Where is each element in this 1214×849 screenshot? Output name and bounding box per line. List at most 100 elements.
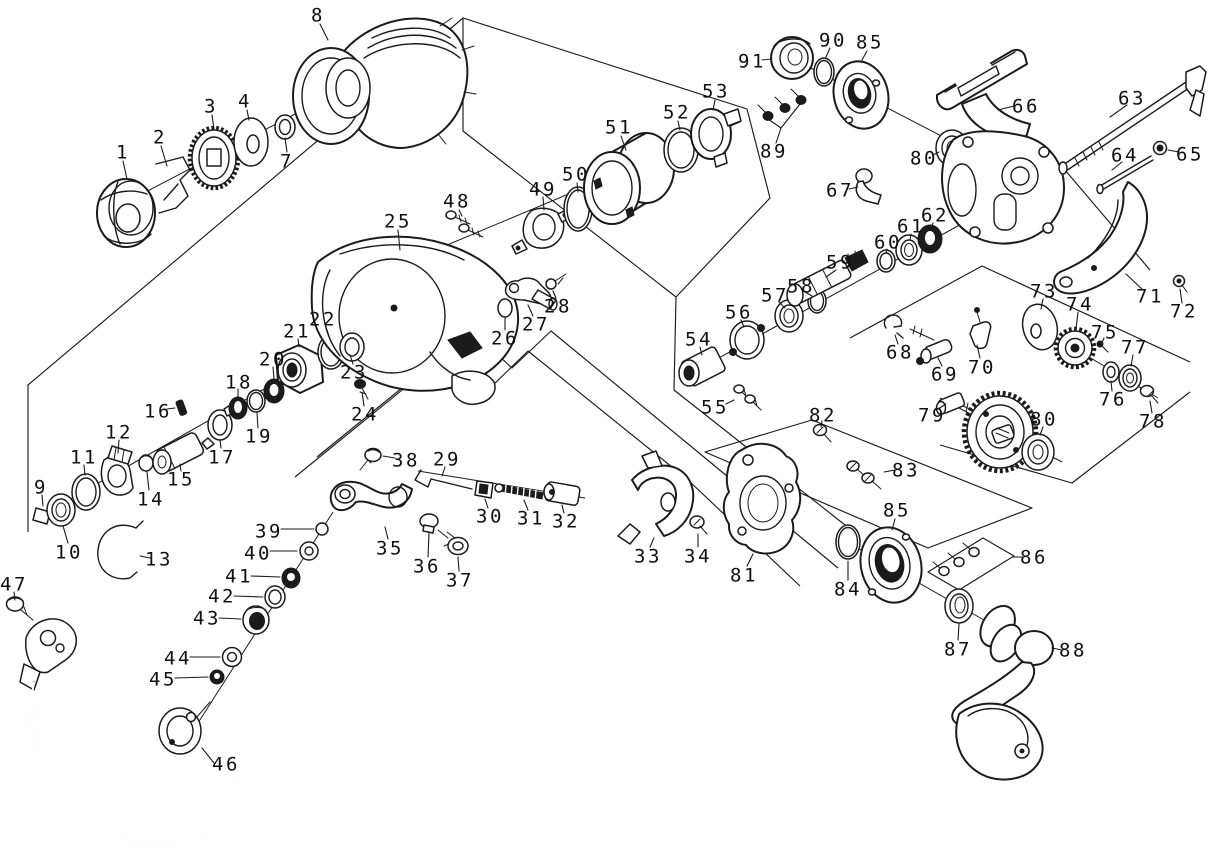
- part-number-label-76: 76: [1099, 389, 1127, 411]
- part-number-label-28: 28: [544, 296, 572, 318]
- part-number-label-57: 57: [761, 285, 789, 307]
- leader-line-41: [250, 575, 281, 578]
- part-32-cylinder: [543, 481, 581, 506]
- part-63-bail-arm-rod: [1058, 65, 1207, 175]
- leader-line-73: [1040, 298, 1044, 310]
- leader-line-46: [201, 747, 215, 764]
- leader-line-33: [649, 537, 655, 548]
- leader-line-72: [1179, 288, 1183, 304]
- part-3-drag-gear-disc: [187, 125, 241, 191]
- leader-line-80: [932, 151, 940, 156]
- part-number-label-75: 75: [1091, 322, 1119, 344]
- part-69-pin: [916, 339, 953, 365]
- part-89-screws: [757, 88, 807, 121]
- part-number-label-79: 79: [918, 405, 946, 427]
- leader-line-14: [146, 471, 150, 491]
- part-91-bearing-cup: [770, 36, 814, 80]
- leader-line-2: [160, 145, 168, 167]
- part-14-collar: [138, 454, 154, 472]
- group-box-spool-holder: [462, 17, 771, 298]
- part-number-label-91: 91: [738, 51, 766, 73]
- leader-line-88: [1051, 647, 1063, 651]
- part-number-label-23: 23: [340, 362, 368, 384]
- part-25-rotor: [310, 235, 520, 406]
- leader-line-36: [427, 532, 430, 558]
- part-number-label-80: 80: [1030, 409, 1058, 431]
- part-number-label-48: 48: [443, 191, 471, 213]
- part-number-label-42: 42: [208, 586, 236, 608]
- part-38-screw: [359, 447, 382, 471]
- leader-line-87: [957, 623, 960, 641]
- leader-line-68: [894, 334, 899, 345]
- part-number-label-49: 49: [529, 179, 557, 201]
- leader-line-91: [761, 58, 773, 61]
- leader-line-57: [778, 301, 786, 309]
- part-number-label-70: 70: [968, 357, 996, 379]
- leader-line-58: [804, 291, 813, 297]
- part-number-label-87: 87: [944, 639, 972, 661]
- part-16-pin: [175, 399, 188, 416]
- part-number-label-85: 85: [856, 32, 884, 54]
- part-number-label-41: 41: [225, 566, 253, 588]
- part-number-label-22: 22: [309, 309, 337, 331]
- leader-line-38: [382, 455, 396, 459]
- part-number-label-20: 20: [259, 349, 287, 371]
- leader-line-45: [174, 676, 209, 679]
- part-41-collar-dark: [281, 567, 301, 589]
- part-8-spool: [292, 17, 477, 149]
- part-number-label-24: 24: [351, 404, 379, 426]
- part-71-bail-arm-lever: [1053, 181, 1148, 295]
- part-36-collar: [419, 513, 439, 534]
- leader-line-16: [166, 407, 176, 410]
- leader-line-85: [891, 518, 896, 531]
- zigzag-separator-2: [294, 350, 801, 587]
- leader-line-17: [219, 439, 222, 449]
- leader-line-76: [1110, 380, 1113, 392]
- leader-line-20: [272, 366, 275, 380]
- part-number-label-86: 86: [1020, 547, 1048, 569]
- part-number-label-13: 13: [145, 549, 173, 571]
- part-34-screw: [689, 515, 708, 535]
- part-number-label-81: 81: [730, 565, 758, 587]
- part-number-label-88: 88: [1059, 640, 1087, 662]
- leader-line-53: [712, 99, 716, 111]
- part-number-label-35: 35: [376, 538, 404, 560]
- part-number-label-25: 25: [384, 211, 412, 233]
- part-31-threaded-shaft: [494, 483, 544, 503]
- leader-line-32: [561, 504, 565, 514]
- part-number-label-3: 3: [204, 96, 218, 118]
- part-number-label-71: 71: [1136, 286, 1164, 308]
- part-number-label-17: 17: [208, 447, 236, 469]
- part-67-stopper-lever: [855, 168, 882, 205]
- leader-line-69: [937, 357, 943, 367]
- part-85-side-cover: [859, 526, 923, 604]
- part-number-label-18: 18: [225, 372, 253, 394]
- part-82-screw: [812, 423, 832, 443]
- leader-line-65: [1167, 149, 1180, 153]
- part-number-label-19: 19: [245, 426, 273, 448]
- part-37-screw: [437, 529, 469, 556]
- leader-line-43: [218, 617, 242, 620]
- leader-line-67: [848, 186, 859, 190]
- part-88-handle: [951, 604, 1054, 781]
- part-number-label-16: 16: [144, 401, 172, 423]
- part-87-handle-ring: [944, 588, 974, 624]
- group-box-gear-top: [849, 265, 1191, 363]
- part-48-screws: [445, 210, 484, 238]
- part-number-label-15: 15: [167, 469, 195, 491]
- part-84-washer: [835, 524, 861, 560]
- leader-line-51: [620, 135, 627, 151]
- part-number-label-64: 64: [1111, 145, 1139, 167]
- part-46-bail-wire: [19, 618, 240, 844]
- part-number-label-9: 9: [34, 477, 48, 499]
- leader-line-75: [1101, 337, 1105, 344]
- leader-line-27: [527, 304, 534, 317]
- part-number-label-45: 45: [149, 669, 177, 691]
- part-number-label-8: 8: [311, 5, 325, 27]
- part-55-screws: [733, 384, 762, 411]
- leader-line-42: [233, 595, 264, 598]
- leader-line-62: [930, 222, 934, 230]
- part-73-washer-disc: [1021, 303, 1059, 351]
